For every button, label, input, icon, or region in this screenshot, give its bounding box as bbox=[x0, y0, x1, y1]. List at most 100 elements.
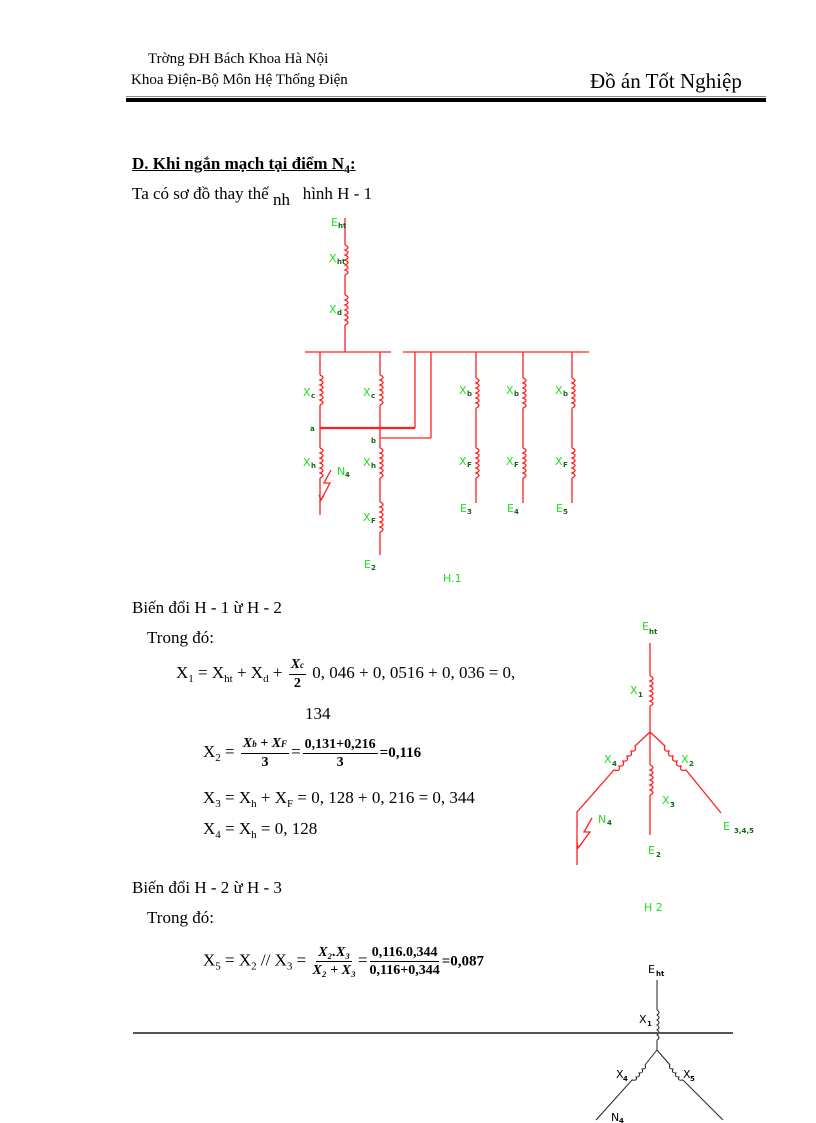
svg-text:N: N bbox=[598, 813, 606, 826]
svg-text:N: N bbox=[611, 1111, 619, 1123]
header-department: Khoa Điện-Bộ Môn Hệ Thống Điện bbox=[131, 72, 348, 88]
diagram-h2 bbox=[576, 643, 722, 865]
svg-text:3,4,5: 3,4,5 bbox=[734, 827, 754, 835]
svg-text:5: 5 bbox=[563, 508, 568, 516]
svg-text:F: F bbox=[563, 461, 568, 469]
header-doc-title: Đồ án Tốt Nghiệp bbox=[590, 69, 742, 93]
svg-text:b: b bbox=[563, 390, 568, 398]
svg-text:4: 4 bbox=[612, 760, 617, 768]
header-rule-thin bbox=[126, 96, 766, 97]
svg-text:X: X bbox=[303, 456, 311, 469]
diagram-h1 bbox=[305, 218, 589, 555]
svg-text:X: X bbox=[363, 386, 371, 399]
svg-text:X: X bbox=[303, 386, 311, 399]
svg-text:4: 4 bbox=[619, 1117, 624, 1123]
svg-text:3: 3 bbox=[670, 801, 675, 809]
footer-rule bbox=[133, 1032, 733, 1034]
svg-text:N: N bbox=[337, 465, 345, 478]
h2-caption: H 2 bbox=[644, 901, 663, 914]
svg-text:F: F bbox=[371, 517, 376, 525]
transform2-where: Trong đó: bbox=[147, 908, 214, 927]
diagram-h3 bbox=[595, 980, 724, 1121]
svg-text:ht: ht bbox=[338, 222, 347, 230]
svg-text:4: 4 bbox=[607, 819, 612, 827]
header-university: Trờng ĐH Bách Khoa Hà Nội bbox=[148, 51, 329, 67]
svg-text:E: E bbox=[723, 820, 730, 833]
transform1-title: Biến đổi H - 1 ừ H - 2 bbox=[132, 598, 282, 617]
svg-text:X: X bbox=[506, 384, 514, 397]
svg-text:X: X bbox=[639, 1013, 647, 1026]
svg-text:X: X bbox=[662, 794, 670, 807]
svg-text:5: 5 bbox=[690, 1075, 695, 1083]
svg-text:d: d bbox=[337, 309, 342, 317]
section-heading: D. Khi ngắn mạch tại điểm N4: bbox=[132, 154, 356, 177]
svg-text:X: X bbox=[683, 1068, 691, 1081]
svg-text:E: E bbox=[507, 502, 514, 515]
svg-text:X: X bbox=[329, 303, 337, 316]
equation-x3: X3 = Xh + XF = 0, 128 + 0, 216 = 0, 344 bbox=[203, 788, 475, 810]
svg-text:ht: ht bbox=[337, 258, 346, 266]
equation-x1-wrap: 134 bbox=[305, 704, 331, 723]
svg-text:h: h bbox=[371, 462, 376, 470]
svg-text:F: F bbox=[514, 461, 519, 469]
svg-text:F: F bbox=[467, 461, 472, 469]
svg-text:3: 3 bbox=[467, 508, 472, 516]
svg-text:X: X bbox=[363, 456, 371, 469]
svg-text:X: X bbox=[630, 684, 638, 697]
section-heading-sub: 4 bbox=[344, 162, 351, 176]
svg-text:E: E bbox=[331, 216, 338, 229]
svg-text:a: a bbox=[310, 425, 315, 433]
svg-text:X: X bbox=[506, 455, 514, 468]
svg-text:c: c bbox=[311, 392, 315, 400]
section-heading-colon: : bbox=[350, 154, 356, 173]
svg-text:b: b bbox=[371, 437, 376, 445]
svg-text:c: c bbox=[371, 392, 375, 400]
intro-text-nh: nh bbox=[272, 190, 290, 209]
intro-text-b: hình H - 1 bbox=[302, 184, 373, 203]
svg-text:4: 4 bbox=[623, 1075, 628, 1083]
svg-text:X: X bbox=[616, 1068, 624, 1081]
svg-text:ht: ht bbox=[656, 970, 665, 978]
transform2-title: Biến đổi H - 2 ừ H - 3 bbox=[132, 878, 282, 897]
header-rule-thick bbox=[126, 98, 766, 102]
svg-text:X: X bbox=[363, 511, 371, 524]
svg-text:2: 2 bbox=[689, 760, 694, 768]
section-intro: Ta có sơ đồ thay thế nh hình H - 1 bbox=[132, 184, 372, 210]
svg-text:h: h bbox=[311, 462, 316, 470]
svg-text:2: 2 bbox=[371, 564, 376, 572]
svg-text:b: b bbox=[467, 390, 472, 398]
svg-text:E: E bbox=[556, 502, 563, 515]
section-heading-text: D. Khi ngắn mạch tại điểm N bbox=[132, 154, 345, 173]
svg-text:E: E bbox=[648, 844, 655, 857]
h1-caption: H.1 bbox=[443, 572, 462, 585]
svg-text:X: X bbox=[555, 384, 563, 397]
svg-text:b: b bbox=[514, 390, 519, 398]
transform1-where: Trong đó: bbox=[147, 628, 214, 647]
svg-text:4: 4 bbox=[345, 471, 350, 479]
svg-text:X: X bbox=[459, 455, 467, 468]
svg-text:X: X bbox=[604, 753, 612, 766]
svg-text:4: 4 bbox=[514, 508, 519, 516]
svg-text:1: 1 bbox=[638, 691, 643, 699]
svg-text:X: X bbox=[681, 753, 689, 766]
svg-text:ht: ht bbox=[649, 628, 658, 636]
svg-text:E: E bbox=[642, 620, 649, 633]
svg-text:X: X bbox=[555, 455, 563, 468]
intro-text-a: Ta có sơ đồ thay thế bbox=[132, 184, 269, 203]
svg-text:X: X bbox=[329, 252, 337, 265]
svg-text:X: X bbox=[459, 384, 467, 397]
svg-text:E: E bbox=[460, 502, 467, 515]
svg-text:E: E bbox=[648, 963, 655, 976]
svg-text:1: 1 bbox=[647, 1020, 652, 1028]
